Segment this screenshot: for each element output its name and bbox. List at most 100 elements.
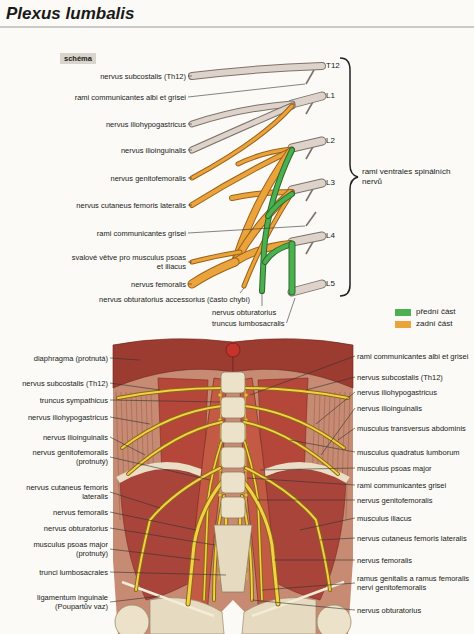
leader-line — [188, 124, 192, 125]
leader-line — [110, 512, 196, 530]
nerve — [192, 262, 235, 284]
leader-line — [257, 500, 355, 501]
psoas-major — [186, 378, 226, 630]
nerve-outline — [128, 422, 222, 474]
anatomy-label: diaphragma (protnutá) — [34, 354, 108, 363]
sacrum — [214, 525, 252, 592]
vertebra — [221, 397, 245, 418]
left-half — [113, 339, 233, 634]
vertebra — [221, 422, 245, 443]
nerve — [136, 468, 220, 590]
leader-line — [110, 383, 160, 390]
leader-line — [110, 596, 160, 602]
nerve-label: nervus obturatorius accessorius (často c… — [99, 295, 250, 304]
nerve-label: nervus femoralis — [131, 280, 186, 289]
leader-line — [290, 440, 355, 452]
nerve-outline — [192, 66, 322, 76]
bracket — [340, 58, 358, 296]
anatomy-label: truncus sympathicus — [40, 396, 108, 405]
leader-line — [110, 400, 220, 402]
nerve — [292, 183, 322, 190]
nerve — [292, 96, 322, 104]
nerve-outline — [244, 422, 338, 474]
nerve — [118, 388, 222, 398]
anatomy-label: nervus obturatorius — [44, 524, 108, 533]
nerve — [192, 66, 322, 76]
nerve — [246, 468, 330, 590]
nerve-label: nervus iliohypogastricus — [106, 120, 186, 129]
anatomy-label: rami communicantes albi et grisei — [357, 352, 468, 361]
anatomy-label: nervus genitofemoralis (protnutý) — [4, 448, 108, 466]
title: Plexus lumbalis — [6, 4, 135, 24]
abdominal-wall — [233, 340, 353, 634]
nerve-outline — [292, 141, 322, 148]
nerve-outline — [268, 194, 292, 216]
nerve-outline — [292, 183, 322, 190]
ganglion — [244, 393, 248, 397]
nerve-label: rami communicantes grisei — [97, 229, 186, 238]
leader-line — [188, 84, 305, 97]
nerve-outline — [262, 150, 292, 291]
abdominal-wall — [113, 340, 233, 634]
legend-swatch — [395, 309, 411, 316]
leader-line — [110, 528, 215, 545]
legend-swatch — [395, 321, 411, 328]
muscle-fibre — [346, 392, 350, 520]
leader-line — [250, 356, 355, 395]
nerve — [292, 141, 322, 148]
leader-line — [316, 392, 355, 424]
leader-line — [252, 600, 355, 610]
bracket-label: rami ventrales spinálních nervů — [362, 167, 467, 186]
vertebra — [221, 497, 245, 518]
leader-line — [110, 549, 200, 560]
nerve-outline — [292, 284, 322, 292]
leader-line — [306, 377, 355, 390]
anatomy-label: musculus psoas major (protnutý) — [4, 540, 108, 558]
leader-line — [262, 583, 355, 590]
segment-label: L5 — [326, 279, 335, 289]
nerve — [192, 252, 240, 262]
leader-line — [188, 76, 192, 77]
leader-line — [188, 178, 192, 179]
leader-line — [110, 417, 150, 424]
leader-line — [110, 572, 226, 575]
nerve-outline — [292, 96, 322, 104]
anatomy-label: nervus genitofemoralis — [357, 496, 432, 505]
nerve-outline — [246, 468, 330, 590]
nerve-outline — [192, 262, 235, 284]
aorta — [226, 343, 240, 357]
anatomy-label: musculus psoas major — [357, 464, 432, 473]
anatomy-label: ramus genitalis a ramus femoralis nervi … — [357, 574, 470, 592]
nerve-label: nervus ilioinguinalis — [121, 146, 186, 155]
nerve-outline — [136, 468, 220, 590]
nerve — [192, 106, 292, 150]
legend-text: přední část — [416, 307, 456, 317]
nerve-label: nervus obturatorius — [212, 308, 276, 317]
anatomy-label: nervus cutaneus femoris lateralis — [4, 483, 108, 501]
nerve — [262, 150, 292, 291]
ramus-communicans — [306, 70, 314, 84]
segment-label: L4 — [326, 231, 335, 241]
nerve-outline — [192, 106, 292, 150]
vertebra — [221, 447, 245, 468]
segment-label: L1 — [326, 91, 335, 101]
nerve-label: nervus genitofemoralis — [111, 174, 186, 183]
header-rule — [0, 27, 474, 28]
anatomy-label: nervus subcostalis (Th12) — [22, 379, 108, 388]
leader-line — [274, 560, 355, 561]
legend-text: zadní část — [416, 319, 452, 329]
anatomy-label: musculus quadratus lumborum — [357, 448, 460, 457]
anatomy-label: musculus iliacus — [357, 514, 412, 523]
anatomy-label: nervus iliohypogastricus — [28, 413, 108, 422]
leader-line — [188, 150, 192, 151]
anatomy-label: nervus femoralis — [53, 508, 108, 517]
leader-line — [110, 358, 140, 360]
leader-line — [240, 288, 244, 293]
anatomy-label: musculus transversus abdominis — [357, 424, 466, 433]
segment-label: T12 — [326, 61, 340, 71]
anatomy-label: nervus femoralis — [357, 556, 412, 565]
nerve — [244, 388, 348, 398]
muscle-fibre — [116, 392, 120, 520]
anatomy-label: nervus iliohypogastricus — [357, 388, 437, 397]
leader-line — [300, 518, 355, 530]
